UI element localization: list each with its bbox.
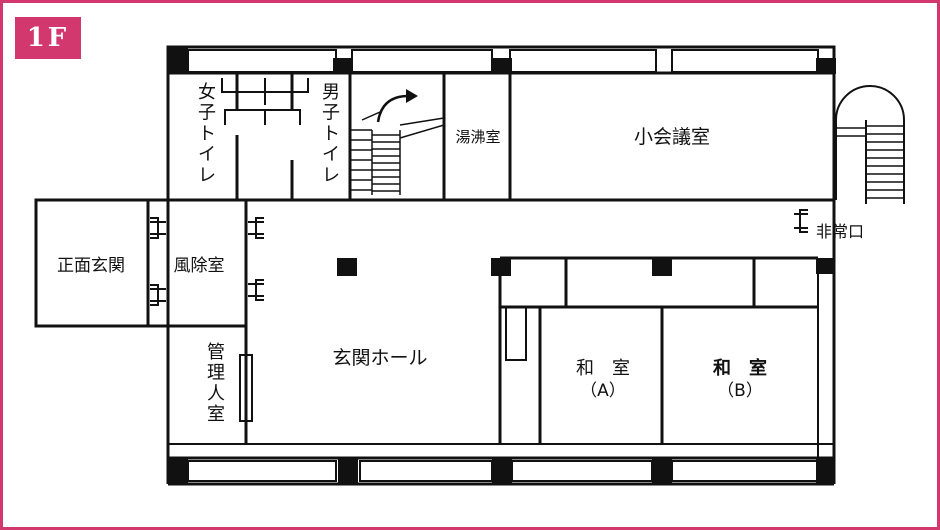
label-manager-room: 管理人室	[207, 342, 225, 425]
columns	[168, 47, 836, 484]
floor-badge: 1F	[15, 17, 81, 59]
doors	[150, 209, 808, 306]
label-main-entrance: 正面玄関	[57, 256, 125, 276]
stairs-main	[350, 111, 445, 195]
label-mens-toilet: 男子トイレ	[322, 82, 340, 186]
label-japanese-room-b: 和 室	[713, 357, 767, 379]
stair-direction-arrow	[376, 94, 409, 123]
label-emergency-exit: 非常口	[816, 222, 864, 241]
arrow-head-icon	[406, 89, 418, 103]
label-womens-toilet: 女子トイレ	[198, 82, 216, 186]
label-kitchenette: 湯沸室	[455, 128, 500, 146]
label-windbreak-room: 風除室	[174, 256, 225, 276]
label-japanese-room-a-sub: （A）	[580, 381, 626, 401]
entrance-outline	[34, 198, 248, 328]
label-small-meeting-room: 小会議室	[634, 126, 710, 148]
label-entrance-hall: 玄関ホール	[332, 347, 427, 369]
label-japanese-room-a: 和 室	[576, 358, 630, 379]
label-japanese-room-b-sub: （B）	[717, 381, 763, 401]
stairs-emergency	[836, 125, 904, 199]
walls	[34, 45, 905, 486]
